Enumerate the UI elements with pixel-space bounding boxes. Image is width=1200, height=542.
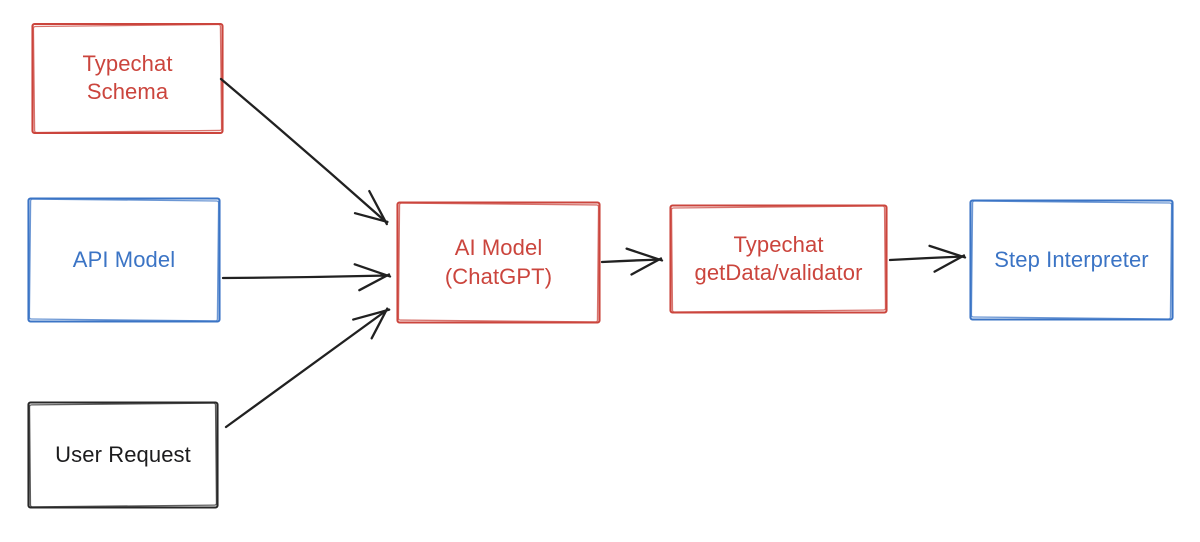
edge-ai-model-to-getdata-validator xyxy=(600,247,664,276)
edge-getdata-validator-to-step-interpreter xyxy=(888,244,967,273)
node-api-model-box xyxy=(27,197,221,323)
node-ai-model-chatgpt-box xyxy=(396,201,601,324)
edge-api-model-to-ai-model xyxy=(221,263,392,292)
edge-user-request-to-ai-model xyxy=(224,307,391,429)
node-typechat-schema-box xyxy=(31,22,224,135)
node-step-interpreter-box xyxy=(969,199,1174,321)
node-typechat-getdata-validator-box xyxy=(669,204,888,314)
edge-typechat-schema-to-ai-model xyxy=(219,77,389,226)
node-user-request-box xyxy=(27,401,219,509)
